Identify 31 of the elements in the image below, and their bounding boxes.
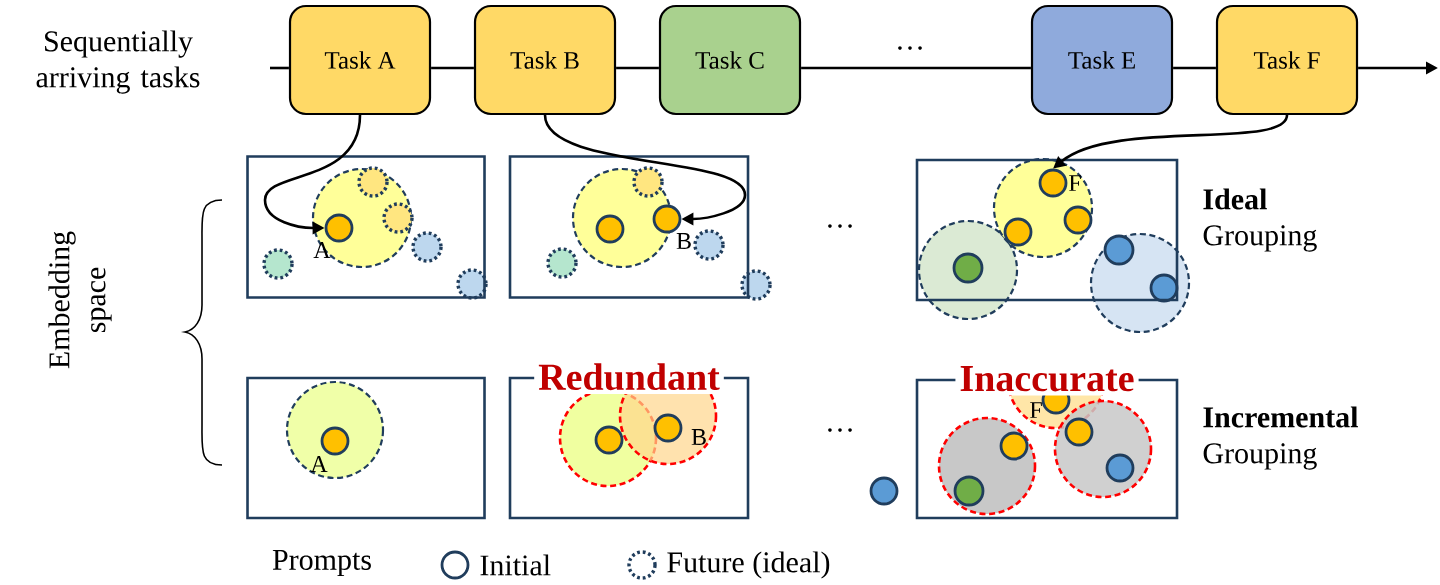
dots: …: [898, 46, 922, 50]
embedding-panel: [508, 155, 750, 299]
text-label: Embedding space: [48, 231, 112, 369]
point-label: B: [676, 233, 691, 249]
task-box: Task C: [658, 4, 802, 116]
dots: …: [828, 428, 852, 432]
timeline: [431, 66, 474, 70]
task-box: Task F: [1215, 4, 1359, 116]
embedding-panel: [915, 158, 1179, 302]
point-label: F: [1069, 175, 1081, 191]
curved-arrow: [1053, 114, 1289, 169]
text-label: Ideal Grouping: [1203, 188, 1317, 252]
embedding-panel: [246, 376, 486, 520]
task-box: Task B: [473, 4, 617, 116]
curved-arrow: [543, 114, 747, 226]
legend-label: Initial: [480, 554, 551, 576]
point-label: F: [1030, 402, 1042, 418]
timeline: [1173, 66, 1216, 70]
task-box: Task E: [1030, 4, 1174, 116]
task-box: Task A: [288, 4, 432, 116]
dots: …: [828, 224, 852, 228]
embedding-panel: [246, 155, 486, 299]
point-label: B: [691, 429, 706, 445]
timeline: [616, 66, 659, 70]
legend-label: Future (ideal): [667, 551, 830, 579]
timeline: [801, 66, 1031, 70]
point-label: A: [313, 242, 331, 258]
text-label: Sequentially arriving tasks: [36, 30, 200, 94]
timeline: [270, 66, 289, 70]
text-label: Prompts: [272, 550, 371, 577]
point-label: A: [310, 456, 328, 472]
